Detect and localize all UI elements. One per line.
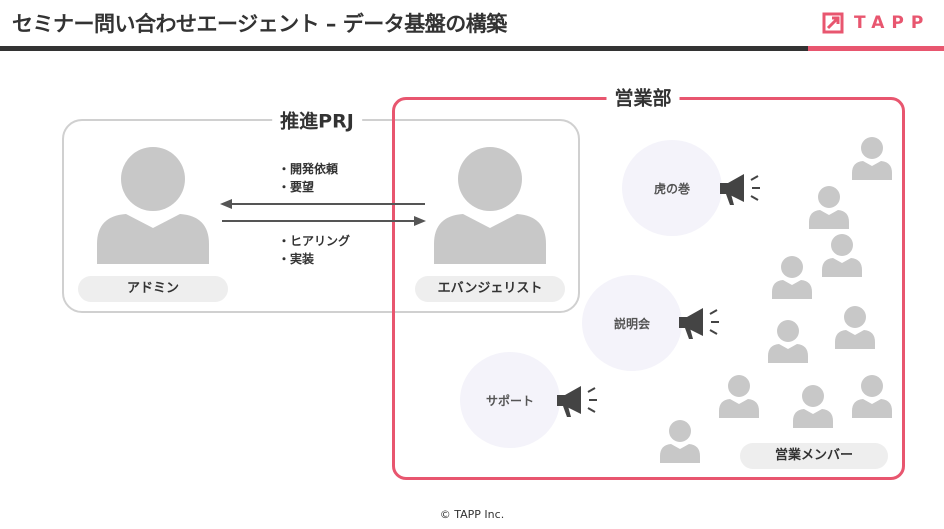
exchange-arrows	[220, 199, 426, 226]
evangelist-label: エバンジェリスト	[415, 276, 565, 302]
tapp-logo: TAPP	[822, 12, 930, 34]
header-divider-accent	[808, 46, 944, 51]
channel-tora-no-maki: 虎の巻	[622, 140, 722, 236]
channel-seminar: 説明会	[582, 275, 682, 371]
member-person-icon	[852, 137, 892, 180]
logo-text: TAPP	[854, 13, 931, 33]
channel-label: 虎の巻	[653, 181, 690, 196]
member-person-icon	[835, 306, 875, 349]
tapp-logo-icon	[822, 12, 844, 34]
channel-label: 説明会	[613, 316, 650, 331]
evangelist-person-icon	[434, 147, 546, 264]
admin-person-icon	[97, 147, 209, 264]
response-item: ・実装	[278, 252, 315, 266]
request-item: ・要望	[278, 180, 315, 194]
member-person-icon	[822, 234, 862, 277]
megaphone-icon	[720, 174, 760, 205]
arrow-left	[220, 199, 425, 209]
response-item: ・ヒアリング	[278, 234, 351, 248]
member-person-icon	[852, 375, 892, 418]
member-person-icon	[719, 375, 759, 418]
member-person-icon	[772, 256, 812, 299]
admin-label: アドミン	[78, 276, 228, 302]
megaphone-icon	[679, 308, 719, 339]
arrow-right	[222, 216, 426, 226]
channel-support: サポート	[460, 352, 560, 448]
prj-label: 推進PRJ	[272, 106, 362, 134]
header-divider	[0, 46, 808, 51]
member-person-icon	[660, 420, 700, 463]
sales-label: 営業部	[606, 83, 680, 111]
member-person-icon	[809, 186, 849, 229]
member-person-icon	[793, 385, 833, 428]
copyright: © TAPP Inc.	[439, 508, 505, 521]
page-title: セミナー問い合わせエージェント – データ基盤の構築	[12, 12, 507, 36]
member-person-icon	[768, 320, 808, 363]
megaphone-icon	[557, 386, 597, 417]
members-label: 営業メンバー	[740, 443, 888, 469]
channel-label: サポート	[485, 393, 534, 408]
request-item: ・開発依頼	[278, 162, 339, 176]
